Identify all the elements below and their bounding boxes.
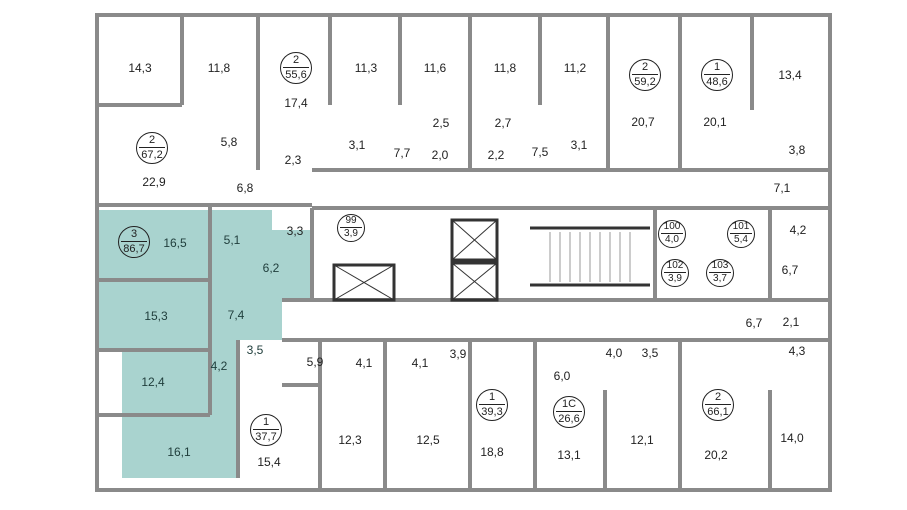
room-area: 7,5	[531, 145, 549, 159]
room-area: 3,3	[286, 224, 304, 238]
room-area: 2,2	[487, 148, 505, 162]
room-area: 7,1	[773, 181, 791, 195]
room-area: 13,4	[778, 68, 802, 82]
rooms-count: 2	[705, 390, 731, 405]
rooms-count: 3	[121, 227, 147, 242]
room-area: 13,1	[557, 448, 581, 462]
unit-area: 3,7	[713, 273, 727, 284]
apartment-area: 26,6	[558, 413, 580, 425]
rooms-count: 1	[704, 60, 730, 75]
room-area: 14,0	[780, 431, 804, 445]
rooms-count: 2	[632, 60, 658, 75]
room-area: 3,5	[641, 346, 659, 360]
room-area: 7,4	[227, 308, 245, 322]
unit-area: 4,0	[665, 234, 679, 245]
apartment-area: 86,7	[123, 243, 145, 255]
room-area: 18,8	[480, 445, 504, 459]
apartment-area: 66,1	[707, 406, 729, 418]
room-area: 16,1	[167, 445, 191, 459]
room-area: 2,1	[782, 315, 800, 329]
apartment-area: 55,6	[285, 69, 307, 81]
unit-number: 101	[730, 221, 752, 234]
rooms-count: 1	[253, 415, 279, 430]
apartment-area: 48,6	[706, 76, 728, 88]
room-area: 3,1	[570, 138, 588, 152]
room-area: 4,2	[210, 359, 228, 373]
room-area: 6,8	[236, 181, 254, 195]
room-area: 11,8	[207, 61, 231, 75]
unit-area: 3,9	[668, 273, 682, 284]
room-area: 2,5	[432, 116, 450, 130]
room-area: 12,4	[141, 375, 165, 389]
room-area: 3,9	[449, 347, 467, 361]
room-area: 11,3	[354, 61, 378, 75]
room-area: 6,2	[262, 261, 280, 275]
room-area: 3,5	[246, 343, 264, 357]
room-area: 12,1	[630, 433, 654, 447]
room-area: 6,7	[781, 263, 799, 277]
unit-number: 99	[340, 215, 362, 228]
room-area: 12,3	[338, 433, 362, 447]
room-area: 15,3	[144, 309, 168, 323]
room-area: 4,2	[789, 223, 807, 237]
room-area: 5,8	[220, 135, 238, 149]
room-area: 20,2	[704, 448, 728, 462]
room-area: 7,7	[393, 146, 411, 160]
rooms-count: 2	[283, 53, 309, 68]
apartment-area: 59,2	[634, 76, 656, 88]
unit-number: 102	[664, 260, 686, 273]
room-area: 2,3	[284, 153, 302, 167]
room-area: 3,1	[348, 138, 366, 152]
room-area: 17,4	[284, 96, 308, 110]
room-area: 11,2	[563, 61, 587, 75]
apartment-area: 39,3	[481, 406, 503, 418]
rooms-count: 1	[479, 390, 505, 405]
room-area: 12,5	[416, 433, 440, 447]
room-area: 4,0	[605, 346, 623, 360]
room-area: 16,5	[163, 236, 187, 250]
room-area: 6,0	[553, 369, 571, 383]
room-area: 4,1	[411, 356, 429, 370]
room-area: 5,1	[223, 233, 241, 247]
room-area: 3,8	[788, 143, 806, 157]
room-area: 6,7	[745, 316, 763, 330]
room-area: 22,9	[142, 175, 166, 189]
room-area: 11,8	[493, 61, 517, 75]
room-area: 2,0	[431, 148, 449, 162]
rooms-count: 1С	[556, 397, 582, 412]
rooms-count: 2	[139, 133, 165, 148]
apartment-area: 37,7	[255, 431, 277, 443]
room-area: 20,1	[703, 115, 727, 129]
room-area: 14,3	[128, 61, 152, 75]
apartment-area: 67,2	[141, 149, 163, 161]
unit-area: 3,9	[344, 228, 358, 239]
room-area: 11,6	[423, 61, 447, 75]
unit-number: 100	[661, 221, 683, 234]
room-area: 4,1	[355, 356, 373, 370]
room-area: 4,3	[788, 344, 806, 358]
room-area: 15,4	[257, 455, 281, 469]
room-area: 20,7	[631, 115, 655, 129]
room-area: 5,9	[306, 355, 324, 369]
highlighted-apartment[interactable]	[97, 210, 312, 478]
unit-area: 5,4	[734, 234, 748, 245]
room-area: 2,7	[494, 116, 512, 130]
unit-number: 103	[709, 260, 731, 273]
